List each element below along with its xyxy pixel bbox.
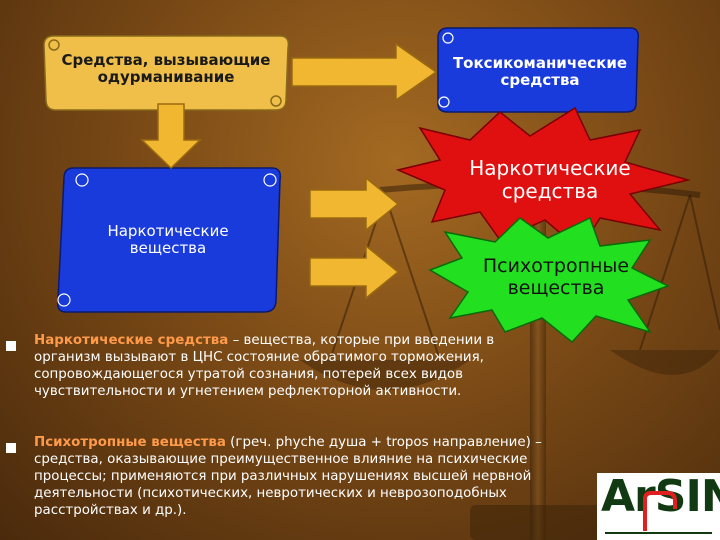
arrow-right-top [291,42,438,102]
scales-pan-right [610,350,720,375]
yellow-scroll-shape [43,35,290,111]
logo-text: ArSIN [601,473,720,522]
definition-narcotic: Наркотические средства – вещества, котор… [34,332,534,400]
burst-psychotropic: Психотропные вещества [482,255,630,299]
logo: ArSIN [597,473,720,540]
box-toxic-source: Средства, вызывающие одурманивание [61,50,271,86]
box-narcotic-substances: Наркотические вещества [107,221,229,257]
definition-term: Наркотические средства [34,333,229,348]
definition-term: Психотропные вещества [34,435,226,450]
definition-psychotropic: Психотропные вещества (греч. phyche душа… [34,434,594,519]
red-burst-shape [395,106,691,252]
burst-narcotic-drugs: Наркотические средства [469,156,631,203]
bullet-2 [6,443,16,453]
arrow-right-low [309,244,400,300]
scales-pan-left [300,360,470,390]
green-burst-shape [428,216,670,344]
arrow-right-mid [309,176,400,232]
logo-graphic [605,491,712,534]
blue-scroll-narcotic-substances-shape [56,167,282,313]
scales-base [470,505,610,540]
blue-scroll-toxicomanic-shape [437,27,640,113]
definition-text: – вещества, которые при введении в орган… [34,333,495,399]
box-toxicomanic: Токсикоманические средства [452,53,628,89]
arrow-down [140,103,202,170]
bullet-1 [6,341,16,351]
definition-text: (греч. phyche душа + tropos направление)… [34,435,542,518]
